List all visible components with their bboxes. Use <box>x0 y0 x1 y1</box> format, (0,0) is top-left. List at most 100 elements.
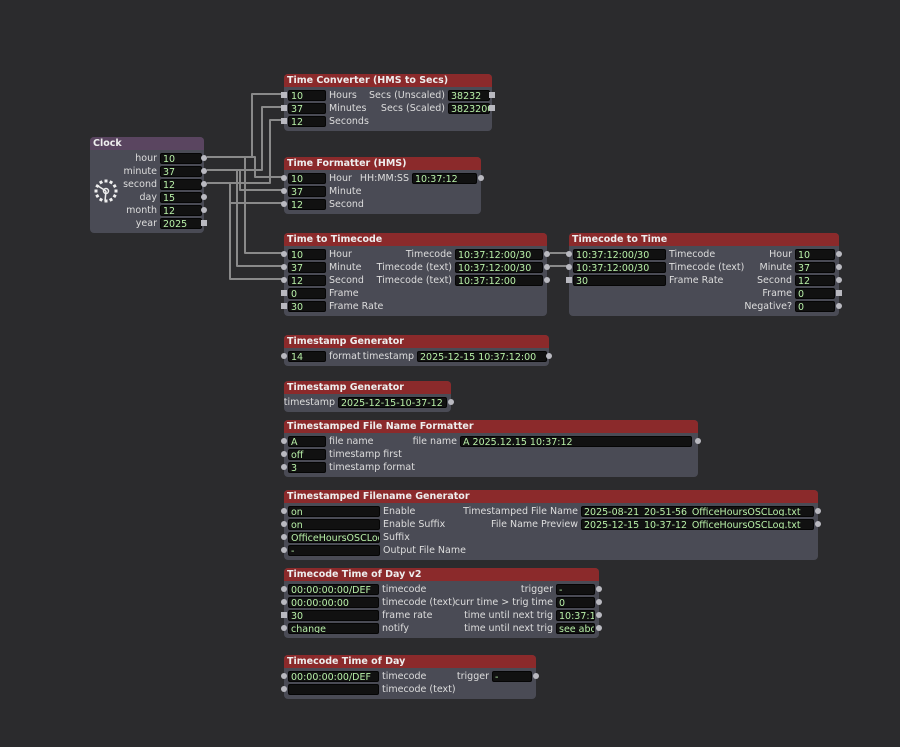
output-field[interactable]: 2025-08-21_20-51-56_OfficeHoursOSCLog.tx… <box>581 506 814 517</box>
output-field[interactable]: 15 <box>160 192 202 203</box>
input-port[interactable] <box>281 251 287 257</box>
input-field[interactable]: 10 <box>288 90 326 101</box>
input-port[interactable] <box>281 686 287 692</box>
patch-cable[interactable] <box>207 156 284 254</box>
output-field[interactable]: 2025-12-15 10:37:12:00 <box>417 351 547 362</box>
input-field[interactable]: 10:37:12:00/30 <box>573 249 666 260</box>
output-field[interactable]: 2025-12-15-10-37-12 <box>338 397 447 408</box>
output-field[interactable]: 2025-12-15_10-37-12_OfficeHoursOSCLog.tx… <box>581 519 814 530</box>
input-port[interactable] <box>281 599 287 605</box>
input-field[interactable]: 10:37:12:00/30 <box>573 262 666 273</box>
output-port[interactable] <box>201 155 207 161</box>
output-port[interactable] <box>448 399 454 405</box>
output-field[interactable]: 12 <box>160 205 202 216</box>
output-port[interactable] <box>489 92 495 98</box>
output-port[interactable] <box>695 438 701 444</box>
output-field[interactable]: 10:37:12 <box>556 610 595 621</box>
output-port[interactable] <box>201 194 207 200</box>
input-field[interactable]: 10 <box>288 249 326 260</box>
input-field[interactable]: OfficeHoursOSCLog <box>288 532 380 543</box>
actor-title[interactable]: Time Formatter (HMS) <box>284 157 481 170</box>
input-field[interactable]: 30 <box>288 301 326 312</box>
input-port[interactable] <box>281 625 287 631</box>
input-field[interactable]: 12 <box>288 199 326 210</box>
output-field[interactable]: 10:37:12:00 <box>455 275 543 286</box>
input-field[interactable]: 37 <box>288 262 326 273</box>
actor-title[interactable]: Time to Timecode <box>284 233 547 246</box>
input-port[interactable] <box>281 534 287 540</box>
patch-cable[interactable] <box>207 182 284 280</box>
input-field[interactable]: change <box>288 623 379 634</box>
output-field[interactable]: 38232 <box>448 90 490 101</box>
output-port[interactable] <box>489 105 495 111</box>
input-port[interactable] <box>281 201 287 207</box>
output-port[interactable] <box>596 612 602 618</box>
actor-title[interactable]: Timestamp Generator <box>284 335 549 348</box>
output-port[interactable] <box>836 251 842 257</box>
input-field[interactable]: A <box>288 436 326 447</box>
output-field[interactable]: - <box>556 584 595 595</box>
input-port[interactable] <box>281 464 287 470</box>
output-field[interactable]: 2025 <box>160 218 202 229</box>
input-port[interactable] <box>281 438 287 444</box>
output-field[interactable]: 12 <box>160 179 202 190</box>
output-field[interactable]: 10:37:12:00/30 <box>455 249 543 260</box>
input-port[interactable] <box>566 277 572 283</box>
input-field[interactable]: 37 <box>288 103 326 114</box>
output-port[interactable] <box>596 625 602 631</box>
input-field[interactable]: 00:00:00:00/DEF <box>288 671 379 682</box>
input-field[interactable]: on <box>288 519 380 530</box>
actor-title[interactable]: Timestamped File Name Formatter <box>284 420 698 433</box>
input-field[interactable]: 30 <box>573 275 666 286</box>
output-field[interactable]: 37 <box>160 166 202 177</box>
output-port[interactable] <box>815 508 821 514</box>
input-port[interactable] <box>281 277 287 283</box>
output-port[interactable] <box>201 168 207 174</box>
input-port[interactable] <box>281 612 287 618</box>
input-port[interactable] <box>281 188 287 194</box>
actor-title[interactable]: Timecode to Time <box>569 233 839 246</box>
output-field[interactable]: 10 <box>160 153 202 164</box>
patch-cable[interactable] <box>207 169 284 267</box>
actor-title[interactable]: Timecode Time of Day <box>284 655 536 668</box>
input-port[interactable] <box>566 264 572 270</box>
input-field[interactable]: on <box>288 506 380 517</box>
input-field[interactable]: 12 <box>288 275 326 286</box>
output-port[interactable] <box>815 521 821 527</box>
actor-title[interactable]: Timestamp Generator <box>284 381 451 394</box>
actor-title[interactable]: Clock <box>90 137 204 150</box>
input-field[interactable]: 10 <box>288 173 326 184</box>
input-field[interactable]: 00:00:00:00 <box>288 597 379 608</box>
patch-cable[interactable] <box>207 93 284 158</box>
input-port[interactable] <box>281 353 287 359</box>
output-port[interactable] <box>596 599 602 605</box>
output-port[interactable] <box>836 303 842 309</box>
output-field[interactable]: 10:37:12:00/30 <box>455 262 543 273</box>
output-port[interactable] <box>836 290 842 296</box>
patch-cable[interactable] <box>207 119 284 184</box>
input-port[interactable] <box>281 586 287 592</box>
input-port[interactable] <box>281 105 287 111</box>
input-port[interactable] <box>281 303 287 309</box>
output-field[interactable]: 0 <box>556 597 595 608</box>
output-port[interactable] <box>201 220 207 226</box>
input-field[interactable]: 14 <box>288 351 326 362</box>
input-field[interactable]: 00:00:00:00/DEF <box>288 584 379 595</box>
input-field[interactable]: 30 <box>288 610 379 621</box>
input-field[interactable]: 3 <box>288 462 326 473</box>
input-port[interactable] <box>281 547 287 553</box>
output-port[interactable] <box>201 181 207 187</box>
output-port[interactable] <box>836 264 842 270</box>
output-field[interactable]: 0 <box>795 288 835 299</box>
input-port[interactable] <box>281 175 287 181</box>
input-field[interactable]: 37 <box>288 186 326 197</box>
output-port[interactable] <box>596 586 602 592</box>
input-port[interactable] <box>566 251 572 257</box>
